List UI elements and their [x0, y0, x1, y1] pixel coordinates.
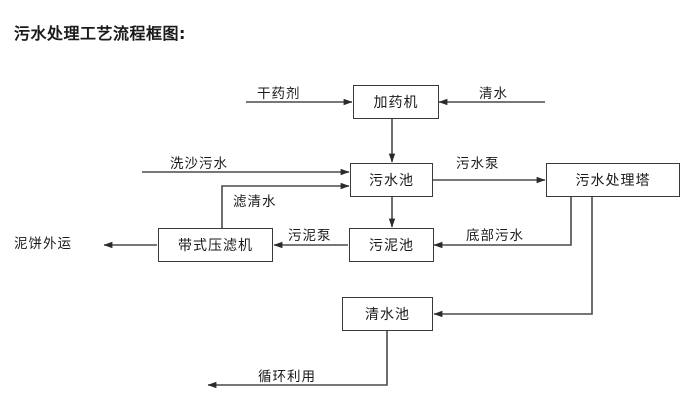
node-dosing-machine[interactable]: 加药机	[353, 85, 439, 119]
page-title: 污水处理工艺流程框图:	[14, 24, 186, 43]
node-clean-water-pool[interactable]: 清水池	[342, 297, 433, 331]
label-sludge-pump: 污泥泵	[288, 228, 332, 244]
label-bottom-wastewater: 底部污水	[466, 228, 524, 244]
node-wastewater-pool[interactable]: 污水池	[350, 163, 433, 197]
wire-filtered-water-to-wastewater-pool	[221, 182, 350, 228]
label-clean-water-in: 清水	[479, 86, 508, 102]
wire-bottom-wastewater-to-sludge-pool	[433, 196, 572, 249]
node-sludge-pool[interactable]: 污泥池	[349, 228, 434, 262]
label-wastewater-pump: 污水泵	[456, 156, 500, 172]
label-dry-chemical: 干药剂	[257, 86, 301, 102]
label-filtered-clear-water: 滤清水	[233, 194, 277, 210]
wire-tower-to-cleanwater-pool	[433, 196, 593, 318]
label-mud-cake-out: 泥饼外运	[14, 236, 72, 252]
label-sand-wash-wastewater: 洗沙污水	[170, 156, 228, 172]
wire-cleanwater-pool-recycle	[207, 330, 388, 389]
label-recycle-reuse: 循环利用	[258, 369, 316, 385]
node-belt-filter-press[interactable]: 带式压滤机	[158, 228, 273, 262]
node-treatment-tower[interactable]: 污水处理塔	[546, 163, 680, 197]
